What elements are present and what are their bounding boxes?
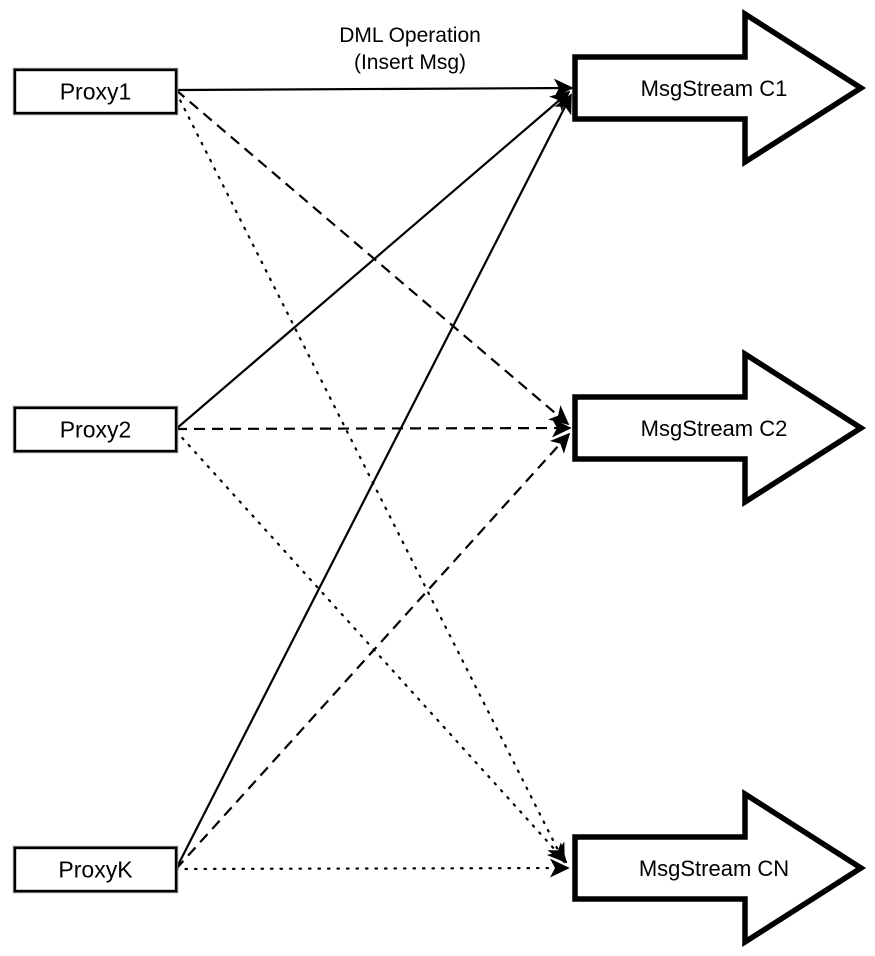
edge-proxyk-to-cn [174,858,570,878]
edge-line-dotted [174,429,568,864]
proxy-node-proxy2[interactable]: Proxy2 [12,405,179,454]
proxy-box-outer-edge [12,67,179,116]
block-arrow-shape [572,348,867,508]
edge-line-dashed [175,418,572,438]
edge-proxy2-to-cn [174,429,568,864]
block-arrow-shape [572,788,867,948]
edge-line-dotted [174,90,566,864]
edge-proxyk-to-c1 [175,93,572,870]
block-arrow-shape [572,8,867,168]
msgstream-c1[interactable]: MsgStream C1 [572,8,867,168]
proxy-label: ProxyK [58,857,133,883]
msgstream-label: MsgStream CN [639,856,789,881]
edges-layer [174,78,574,878]
msgstream-cn[interactable]: MsgStream CN [572,788,867,948]
proxy-label: Proxy2 [60,417,132,443]
proxy-box-outer-edge [12,845,179,894]
proxy-box-outer-edge [12,405,179,454]
proxy-box [13,846,178,893]
proxy-box [13,68,178,115]
edge-proxy1-to-c2 [175,89,570,426]
edge-line-dashed [175,432,571,870]
edge-proxy2-to-c2 [175,418,572,438]
edge-label-line1: DML Operation [339,24,481,47]
annotation-dml-op: DML Operation (Insert Msg) [339,24,481,74]
msgstream-label: MsgStream C1 [641,76,788,101]
proxy-node-proxy1[interactable]: Proxy1 [12,67,179,116]
edge-proxyk-to-c2 [175,432,571,870]
edge-proxy1-to-cn [174,90,566,864]
proxy-box [13,406,178,453]
edge-proxy2-to-c1 [175,90,571,430]
edge-line-dashed [175,89,570,426]
edge-line-solid [175,90,571,430]
proxy-label: Proxy1 [60,79,132,105]
edge-line-solid [175,93,572,870]
annotations-layer: DML Operation (Insert Msg) [339,24,481,74]
edge-proxy1-to-c1 [175,78,574,98]
edge-label-line2: (Insert Msg) [354,51,466,74]
msgstream-c2[interactable]: MsgStream C2 [572,348,867,508]
edge-line-dotted [174,858,570,878]
msgstream-label: MsgStream C2 [641,416,788,441]
streams-layer: MsgStream C1 MsgStream C2 MsgStream CN [572,8,867,948]
edge-line-solid [175,78,574,98]
proxy-node-proxyk[interactable]: ProxyK [12,845,179,894]
